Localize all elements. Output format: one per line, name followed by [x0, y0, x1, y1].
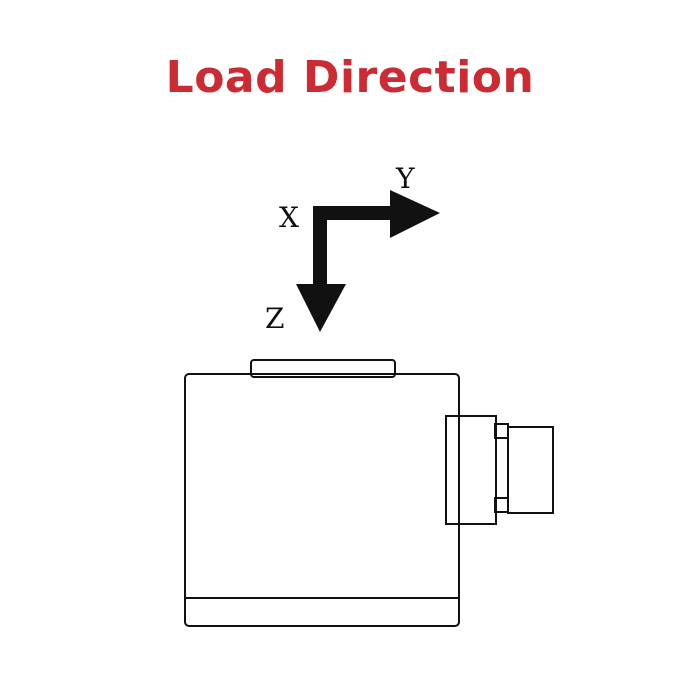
page-title: Load Direction: [165, 52, 535, 103]
connector-housing: [445, 415, 497, 525]
z-axis-arrow-shaft: [313, 206, 327, 288]
load-cell: [184, 359, 554, 627]
connector-plug: [507, 426, 554, 514]
z-axis-arrowhead: [296, 284, 346, 332]
y-axis-label: Y: [395, 162, 415, 195]
load-button: [250, 359, 396, 378]
axis-indicator: X Y Z: [265, 162, 440, 335]
load-cell-body: [184, 373, 460, 627]
z-axis-label: Z: [265, 302, 284, 335]
y-axis-arrow-shaft: [313, 206, 393, 220]
x-axis-label: X: [279, 201, 299, 234]
y-axis-arrowhead: [390, 190, 440, 238]
